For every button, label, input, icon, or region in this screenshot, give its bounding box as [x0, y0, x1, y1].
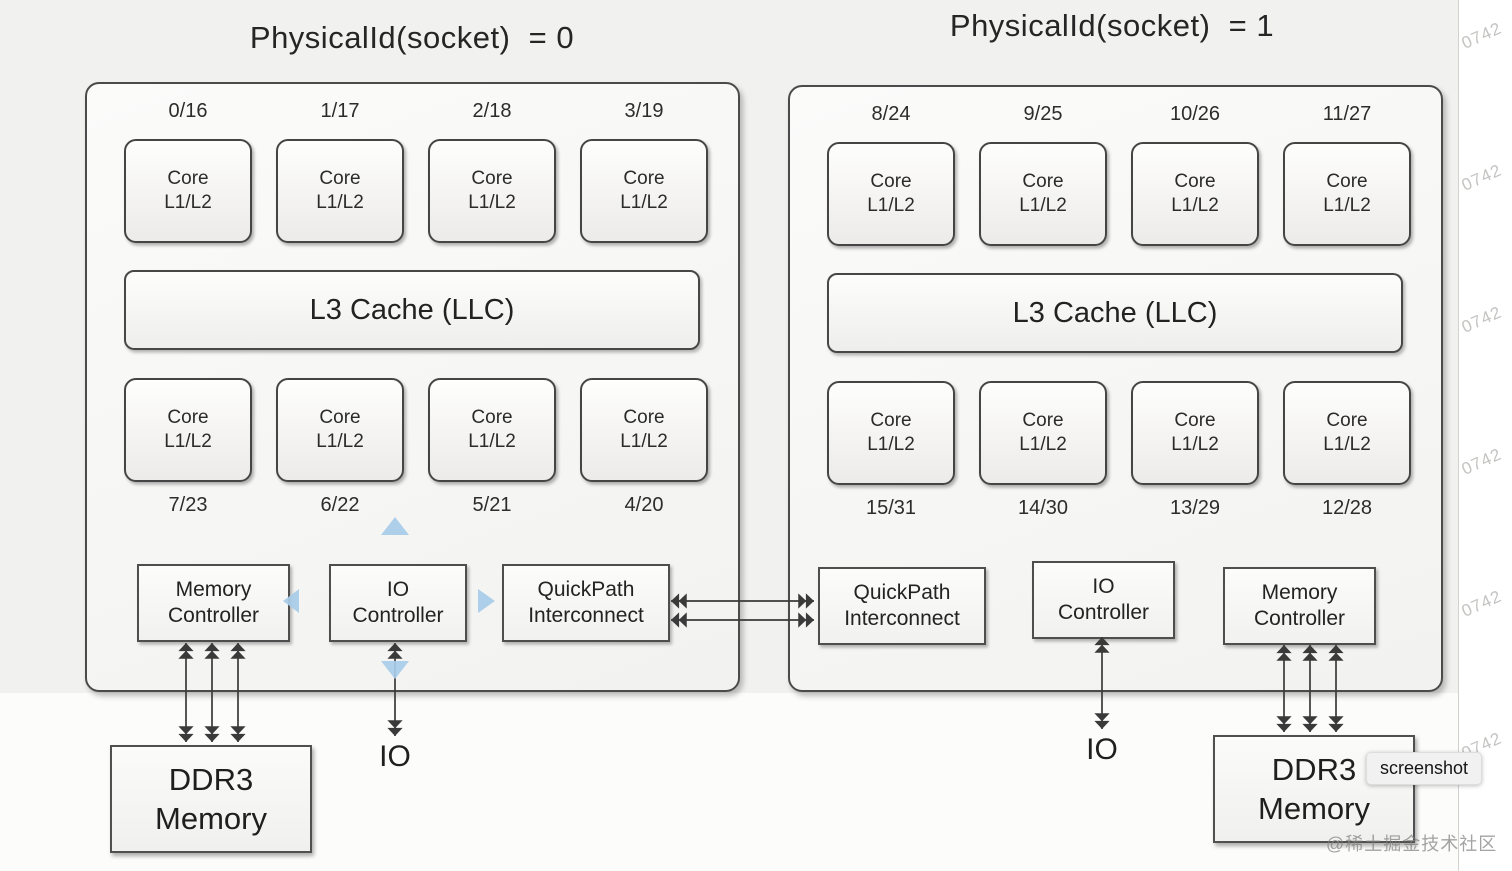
- core-label-line1: Core: [1174, 171, 1216, 192]
- ddr3-label-line1: DDR3: [168, 762, 254, 797]
- io-controller-box: IO Controller: [1032, 561, 1175, 639]
- core-box: Core L1/L2: [1131, 381, 1259, 485]
- core-id-label: 7/23: [168, 494, 208, 516]
- core-label-line2: L1/L2: [164, 431, 212, 452]
- core-label-line1: Core: [1174, 410, 1216, 431]
- socket-1: 8/24 9/25 10/26 11/27 Core L1/L2 Core L1…: [788, 85, 1443, 692]
- core-box: Core L1/L2: [276, 139, 404, 243]
- core-id-label: 5/21: [472, 494, 512, 516]
- core-id-label: 2/18: [472, 100, 512, 122]
- ddr3-label-line2: Memory: [155, 801, 267, 836]
- core-label-line2: L1/L2: [316, 192, 364, 213]
- core-label-line2: L1/L2: [1171, 195, 1219, 216]
- core-box: Core L1/L2: [428, 139, 556, 243]
- core-label-line1: Core: [167, 407, 209, 428]
- core-label-line2: L1/L2: [468, 192, 516, 213]
- controller-label-line1: QuickPath: [537, 578, 635, 601]
- core-box: Core L1/L2: [580, 139, 708, 243]
- controller-label-line1: Memory: [175, 578, 252, 601]
- io-controller-box: IO Controller: [329, 564, 467, 642]
- core-box: Core L1/L2: [1131, 142, 1259, 246]
- core-label-line2: L1/L2: [1171, 434, 1219, 455]
- core-label-line2: L1/L2: [164, 192, 212, 213]
- core-box: Core L1/L2: [1283, 381, 1411, 485]
- memory-controller-box: Memory Controller: [1223, 567, 1376, 645]
- quickpath-interconnect-box: QuickPath Interconnect: [818, 567, 986, 645]
- core-id-label: 15/31: [865, 497, 917, 519]
- right-margin-strip: [1458, 0, 1512, 871]
- core-label-line2: L1/L2: [620, 192, 668, 213]
- controller-label-line2: Interconnect: [844, 607, 960, 630]
- memory-controller-box: Memory Controller: [137, 564, 290, 642]
- controller-label-line1: QuickPath: [853, 581, 951, 604]
- core-id-label: 4/20: [624, 494, 664, 516]
- io-external-label: IO: [379, 740, 411, 773]
- core-id-label: 10/26: [1169, 103, 1221, 125]
- core-label-line2: L1/L2: [867, 195, 915, 216]
- controller-label-line2: Controller: [1253, 607, 1346, 630]
- core-label-line1: Core: [167, 168, 209, 189]
- ddr3-label-line1: DDR3: [1271, 752, 1357, 787]
- core-label-line2: L1/L2: [1323, 434, 1371, 455]
- core-label-line2: L1/L2: [1019, 195, 1067, 216]
- core-box: Core L1/L2: [979, 142, 1107, 246]
- core-label-line2: L1/L2: [1019, 434, 1067, 455]
- core-box: Core L1/L2: [428, 378, 556, 482]
- l3-cache-box: L3 Cache (LLC): [124, 270, 700, 350]
- core-label-line2: L1/L2: [620, 431, 668, 452]
- core-label-line2: L1/L2: [468, 431, 516, 452]
- core-box: Core L1/L2: [827, 381, 955, 485]
- l3-cache-box: L3 Cache (LLC): [827, 273, 1403, 353]
- core-id-label: 13/29: [1169, 497, 1221, 519]
- core-id-label: 8/24: [871, 103, 911, 125]
- screenshot-tooltip: screenshot: [1366, 752, 1483, 785]
- controller-label-line2: Interconnect: [528, 604, 644, 627]
- controller-label-line2: Controller: [1057, 601, 1150, 624]
- core-id-label: 9/25: [1023, 103, 1063, 125]
- core-id-label: 6/22: [320, 494, 360, 516]
- controller-label-line1: IO: [386, 578, 410, 601]
- ddr3-label-line2: Memory: [1258, 791, 1370, 826]
- controller-label-line2: Controller: [167, 604, 260, 627]
- core-id-label: 0/16: [168, 100, 208, 122]
- core-label-line1: Core: [1326, 410, 1368, 431]
- core-label-line1: Core: [1022, 410, 1064, 431]
- core-label-line1: Core: [870, 171, 912, 192]
- core-box: Core L1/L2: [979, 381, 1107, 485]
- core-id-label: 14/30: [1017, 497, 1069, 519]
- core-box: Core L1/L2: [124, 139, 252, 243]
- core-label-line1: Core: [623, 168, 665, 189]
- ddr3-memory-box: DDR3 Memory: [110, 745, 312, 853]
- core-label-line1: Core: [319, 168, 361, 189]
- core-label-line1: Core: [471, 407, 513, 428]
- core-label-line1: Core: [1022, 171, 1064, 192]
- socket0-title: PhysicalId(socket) = 0: [249, 20, 575, 55]
- controller-label-line2: Controller: [352, 604, 444, 627]
- controller-label-line1: IO: [1092, 575, 1115, 598]
- core-label-line1: Core: [870, 410, 912, 431]
- core-id-label: 12/28: [1321, 497, 1373, 519]
- core-label-line1: Core: [319, 407, 361, 428]
- core-label-line2: L1/L2: [867, 434, 915, 455]
- socket-0: 0/16 1/17 2/18 3/19 Core L1/L2 Core L1/L…: [85, 82, 740, 692]
- controller-label-line1: Memory: [1261, 581, 1338, 604]
- core-box: Core L1/L2: [276, 378, 404, 482]
- core-box: Core L1/L2: [1283, 142, 1411, 246]
- core-label-line2: L1/L2: [1323, 195, 1371, 216]
- core-box: Core L1/L2: [580, 378, 708, 482]
- community-watermark: @稀土掘金技术社区: [1326, 834, 1498, 854]
- core-id-label: 3/19: [624, 100, 664, 122]
- io-external-label: IO: [1086, 733, 1118, 766]
- core-box: Core L1/L2: [124, 378, 252, 482]
- core-id-label: 1/17: [320, 100, 360, 122]
- core-label-line1: Core: [623, 407, 665, 428]
- core-label-line2: L1/L2: [316, 431, 364, 452]
- core-id-label: 11/27: [1322, 103, 1372, 125]
- quickpath-interconnect-box: QuickPath Interconnect: [502, 564, 670, 642]
- core-box: Core L1/L2: [827, 142, 955, 246]
- core-label-line1: Core: [471, 168, 513, 189]
- socket1-title: PhysicalId(socket) = 1: [949, 8, 1275, 43]
- core-label-line1: Core: [1326, 171, 1368, 192]
